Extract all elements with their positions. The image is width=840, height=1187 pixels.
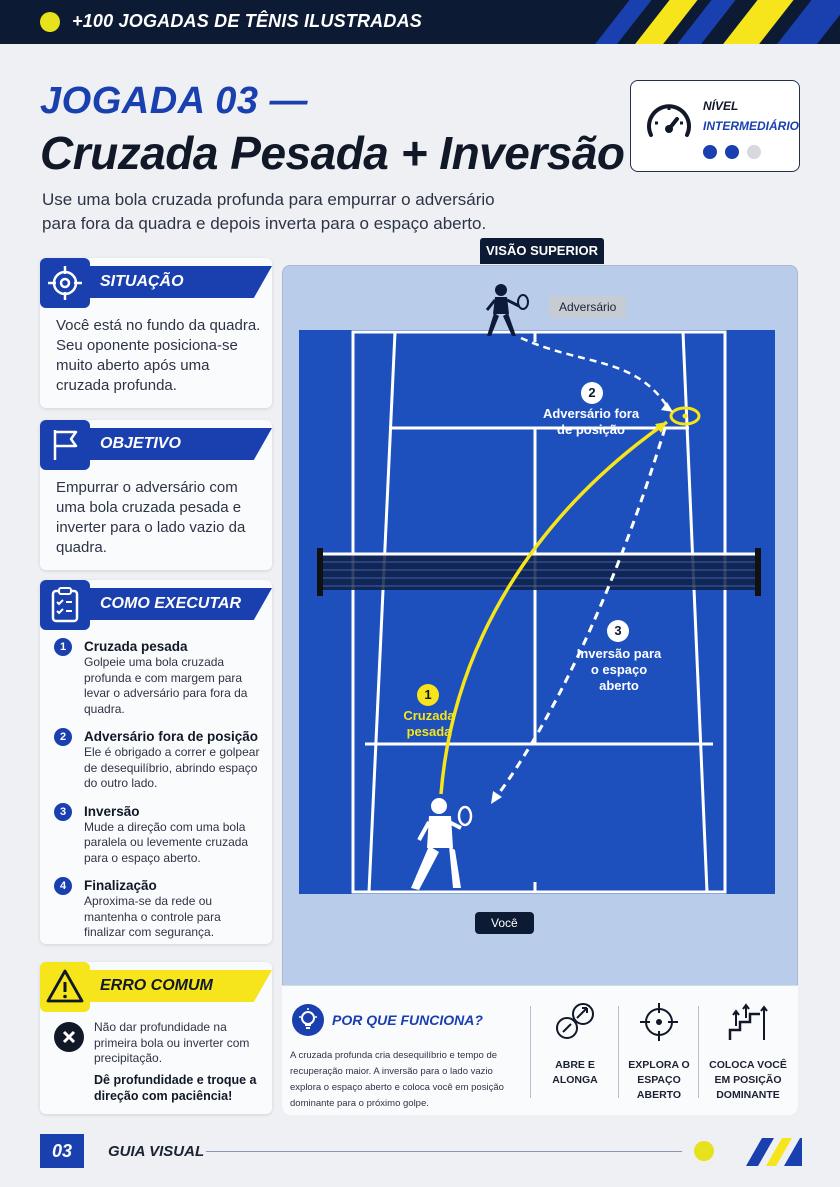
callout-1-label: Cruzada pesada [403,708,455,739]
step-number: 3 [54,802,72,821]
you-tag: Você [475,912,534,934]
footer-divider [206,1151,682,1152]
objetivo-title: OBJETIVO [100,435,181,452]
warning-icon [40,962,90,1012]
crosshair-icon [640,1003,678,1041]
como-executar-card: COMO EXECUTAR 1 Cruzada pesada Golpeie u… [40,580,272,944]
step-desc: Aproxima-se da rede ou mantenha o contro… [84,894,221,939]
divider [618,1006,619,1098]
card-header: COMO EXECUTAR [40,580,272,630]
step-title: Adversário fora de posição [84,729,259,744]
step-desc: Ele é obrigado a correr e golpear de des… [84,745,260,790]
court-panel: Adversário Você 2 Adversário fora de pos… [282,265,798,1115]
card-band: ERRO COMUM [90,970,272,1002]
card-band: COMO EXECUTAR [90,588,272,620]
tennis-ball-icon [40,12,60,32]
why-text: A cruzada profunda cria desequilíbrio e … [290,1050,504,1109]
card-header: OBJETIVO [40,420,272,470]
level-label: NÍVEL [703,99,739,113]
net [317,548,761,596]
step-title: Finalização [84,878,157,893]
callout-3-label: Inversão para o espaço aberto [576,646,662,693]
level-dot [703,145,717,159]
step-title: Cruzada pesada [84,639,188,654]
step-desc: Golpeie uma bola cruzada profunda e com … [84,655,248,716]
target-zone [669,406,701,426]
como-title: COMO EXECUTAR [100,595,242,612]
why-section: POR QUE FUNCIONA? A cruzada profunda cri… [282,985,798,1115]
level-card: NÍVEL INTERMEDIÁRIO [630,80,800,172]
divider [698,1006,699,1098]
close-icon [54,1022,84,1052]
level-value: INTERMEDIÁRIO [703,119,799,133]
page-number: 03 [40,1134,84,1168]
series-title: +100 JOGADAS DE TÊNIS ILUSTRADAS [72,11,422,31]
view-label: VISÃO SUPERIOR [480,238,604,264]
tennis-ball-icon [694,1141,714,1161]
court-diagram [299,284,775,894]
callout-3-number: 3 [607,620,629,642]
page-title: Cruzada Pesada + Inversão [40,127,625,179]
objetivo-text: Empurrar o adversário com uma bola cruza… [56,479,246,556]
step-item: 2 Adversário fora de posição Ele é obrig… [54,728,264,792]
opponent-move-path [520,336,669,407]
step-number: 2 [54,728,72,746]
card-band: OBJETIVO [90,428,272,460]
step-item: 4 Finalização Aproxima-se da rede ou man… [54,877,264,941]
opponent-tag: Adversário [549,296,627,318]
situacao-text: Você está no fundo da quadra. Seu oponen… [56,317,261,394]
gauge-icon [647,104,691,137]
situacao-card: SITUAÇÃO Você está no fundo da quadra. S… [40,258,272,408]
footer-label: GUIA VISUAL [108,1143,205,1160]
feature-label: COLOCA VOCÊ EM POSIÇÃO DOMINANTE [709,1059,787,1101]
level-dot [747,145,761,159]
callout-2-label: Adversário fora de posição [542,406,640,437]
feature-item: COLOCA VOCÊ EM POSIÇÃO DOMINANTE [702,998,794,1103]
feature-item: ABRE E ALONGA [534,998,616,1088]
objetivo-card: OBJETIVO Empurrar o adversário com uma b… [40,420,272,570]
singles-sideline [367,331,397,893]
court-baselines [351,330,727,894]
card-header: ERRO COMUM [40,962,272,1012]
card-header: SITUAÇÃO [40,258,272,308]
erro-tip: Dê profundidade e troque a direção com p… [94,1073,257,1103]
erro-comum-card: ERRO COMUM Não dar profundidade na prime… [40,962,272,1114]
footer-stripes [746,1138,802,1166]
opponent-player [485,284,529,336]
flag-icon [40,420,90,470]
step-item: 3 Inversão Mude a direção com uma bola p… [54,802,264,867]
level-dots [703,145,761,159]
you-player [411,798,473,890]
steps-up-icon [728,1003,768,1040]
erro-title: ERRO COMUM [100,977,213,994]
target-icon [40,258,90,308]
top-bar: +100 JOGADAS DE TÊNIS ILUSTRADAS [0,0,840,44]
situacao-title: SITUAÇÃO [100,273,184,290]
intro-text: Use uma bola cruzada profunda para empur… [42,190,495,233]
feature-label: ABRE E ALONGA [552,1059,598,1086]
level-dot [725,145,739,159]
shot-3-path [495,427,667,797]
step-number: 1 [54,638,72,656]
why-title: POR QUE FUNCIONA? [332,1012,483,1028]
divider [530,1006,531,1098]
callout-1-number: 1 [417,684,439,706]
callout-2-number: 2 [581,382,603,404]
expand-arrows-icon [556,1003,594,1039]
clipboard-icon [40,580,90,630]
feature-item: EXPLORA O ESPAÇO ABERTO [618,998,700,1103]
erro-text: Não dar profundidade na primeira bola ou… [94,1020,250,1065]
lightbulb-icon [292,1004,324,1036]
card-band: SITUAÇÃO [90,266,272,298]
feature-label: EXPLORA O ESPAÇO ABERTO [628,1059,690,1101]
step-desc: Mude a direção com uma bola paralela ou … [84,819,249,865]
shot-1-path [439,420,669,795]
play-number: JOGADA 03 — [40,80,309,122]
step-number: 4 [54,877,72,895]
step-title: Inversão [84,803,140,819]
steps-list: 1 Cruzada pesada Golpeie uma bola cruzad… [54,638,264,952]
step-item: 1 Cruzada pesada Golpeie uma bola cruzad… [54,638,264,717]
